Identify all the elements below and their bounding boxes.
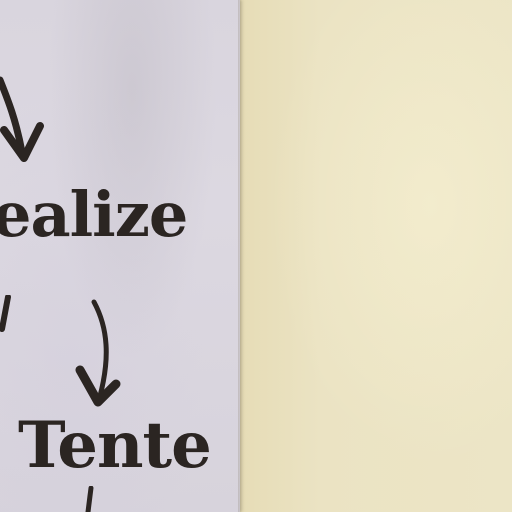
paper-sheet xyxy=(0,0,240,512)
arrow-left-edge-icon xyxy=(0,295,11,332)
arrow-top-left-icon xyxy=(0,76,44,162)
paper-edge-shadow xyxy=(238,0,242,512)
arrow-bottom-stub-icon xyxy=(85,486,94,512)
wall-background xyxy=(238,0,512,512)
arrow-middle-icon xyxy=(75,299,121,407)
word-realize: ealize xyxy=(0,178,188,251)
word-tente: Tente xyxy=(18,408,212,483)
